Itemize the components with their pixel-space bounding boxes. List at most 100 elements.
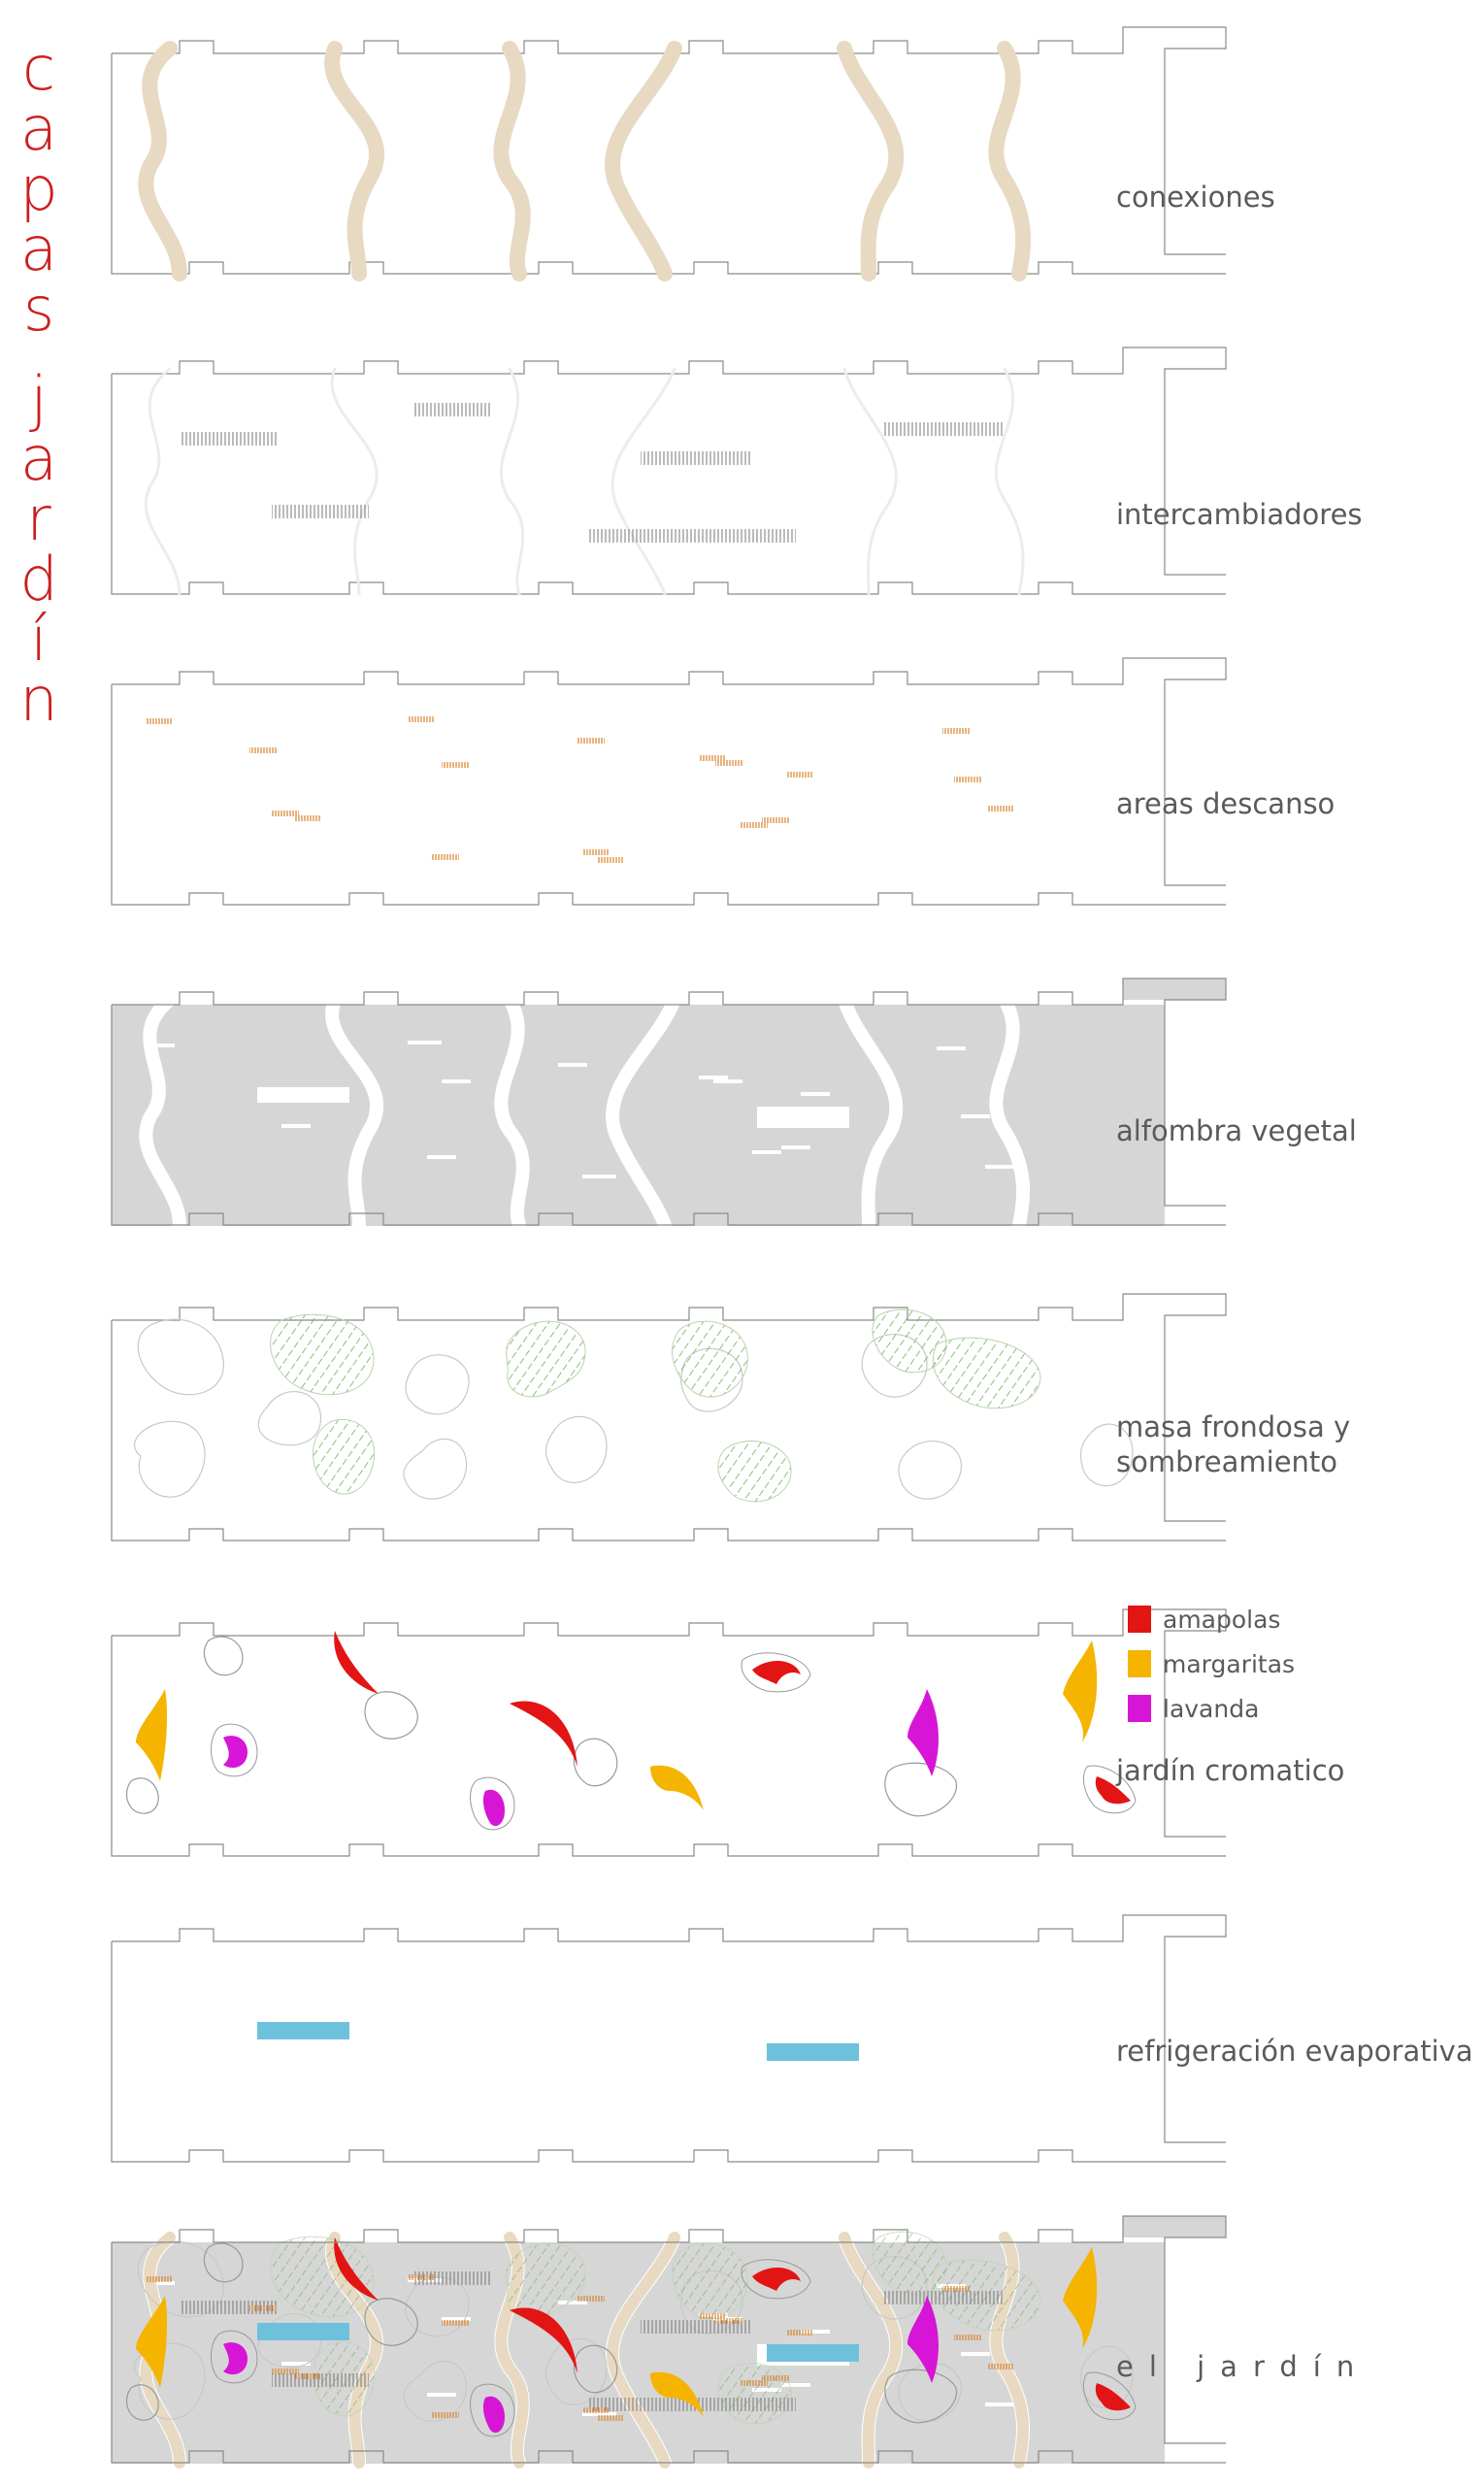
- flower-amapolas: [510, 1701, 577, 1767]
- plan-outline: [111, 347, 1227, 595]
- foliage-mass: [506, 2242, 586, 2320]
- layer-drawing: [111, 2215, 1227, 2469]
- bench-mark: [408, 716, 435, 722]
- clearing-mark: [985, 1165, 1014, 1169]
- plan-outline: [111, 657, 1227, 906]
- flower-lavanda: [907, 2296, 939, 2383]
- vegetal-carpet-corner: [1123, 978, 1226, 1000]
- stone-outline: [125, 1777, 159, 1814]
- plan-outline: [111, 977, 1227, 1226]
- bench-mark: [272, 2369, 299, 2374]
- title-letter: a: [20, 214, 57, 284]
- clearing-mark: [558, 2301, 587, 2304]
- bench-mark: [249, 2305, 277, 2311]
- panel-areas-descanso: [111, 650, 1227, 908]
- stone-outline: [203, 2242, 244, 2283]
- clearing-mark: [752, 1150, 781, 1154]
- clearing-mark: [801, 2330, 830, 2334]
- bench-mark: [786, 2330, 813, 2336]
- foliage-mass: [270, 2236, 375, 2318]
- bench-mark: [954, 777, 981, 782]
- clearing-mark: [801, 1092, 830, 1096]
- clearing-mark: [582, 1175, 616, 1178]
- legend-swatch: [1128, 1606, 1151, 1633]
- panel-jardin-cromatico: [111, 1602, 1227, 1859]
- flower-ring: [211, 2330, 258, 2384]
- layer-drawing: [111, 657, 1227, 906]
- layer-label-areas-descanso: areas descanso: [1116, 787, 1336, 820]
- bench-mark: [699, 2313, 726, 2319]
- exchanger-grate: [641, 451, 752, 465]
- clearing-mark: [281, 2362, 311, 2366]
- flower-ring: [470, 1776, 515, 1831]
- foliage-mass: [672, 2242, 748, 2320]
- clearing-mark: [281, 1124, 311, 1128]
- layer-drawing: [111, 347, 1227, 596]
- bench-mark: [762, 2375, 789, 2381]
- layer-label-refrigeracion: refrigeración evaporativa: [1116, 2035, 1473, 2068]
- bench-mark: [432, 854, 459, 860]
- flower-ring: [741, 2259, 811, 2300]
- layer-drawing: [111, 977, 1227, 1232]
- layer-label-intercambiadores: intercambiadores: [1116, 498, 1363, 531]
- layer-drawing: [111, 1914, 1227, 2163]
- flower-ring: [470, 2383, 515, 2437]
- shade-blob: [403, 1439, 468, 1500]
- connection-path: [605, 41, 682, 282]
- title-letter: í: [30, 604, 48, 675]
- stone-outline: [573, 2344, 618, 2394]
- shade-blob: [405, 1354, 470, 1415]
- title-letter: a: [20, 93, 57, 164]
- flower-margaritas: [1063, 2247, 1098, 2349]
- shade-blob: [1079, 1423, 1134, 1487]
- flower-ring: [211, 1723, 258, 1777]
- legend-item-amapolas: amapolas: [1128, 1597, 1295, 1641]
- cooling-pool: [257, 2323, 349, 2340]
- bench-mark: [762, 817, 789, 823]
- flower-margaritas: [650, 1765, 704, 1810]
- flower-amapolas: [334, 1631, 379, 1694]
- flower-lavanda: [223, 2342, 247, 2375]
- title-letter: p: [19, 153, 58, 224]
- layer-drawing: [111, 1293, 1227, 1541]
- bench-mark: [954, 2335, 981, 2340]
- clearing-mark: [427, 1155, 456, 1159]
- title-letter: a: [20, 423, 57, 494]
- legend-item-margaritas: margaritas: [1128, 1641, 1295, 1686]
- clearing-mark: [146, 1044, 175, 1047]
- bench-mark: [987, 2364, 1014, 2369]
- title-letter: d: [19, 544, 58, 614]
- connection-path: [499, 367, 525, 596]
- flower-amapolas: [510, 2307, 577, 2373]
- flower-lavanda: [482, 2396, 505, 2434]
- cooling-pool: [767, 2344, 859, 2362]
- flower-amapolas: [1095, 2383, 1131, 2411]
- bench-mark: [249, 747, 277, 753]
- bench-mark: [442, 762, 469, 768]
- stone-outline: [364, 2298, 418, 2346]
- bench-mark: [408, 2274, 435, 2280]
- bench-mark: [597, 2415, 624, 2421]
- foliage-mass: [313, 1418, 376, 1495]
- title-letter: r: [26, 483, 51, 554]
- foliage-mass: [672, 1320, 748, 1398]
- layer-label-alfombra-vegetal: alfombra vegetal: [1116, 1114, 1357, 1147]
- connection-path: [138, 41, 187, 282]
- clearing-mark: [985, 2402, 1014, 2406]
- legend-label: amapolas: [1163, 1605, 1281, 1634]
- exchanger-grate: [587, 529, 796, 543]
- foliage-mass: [932, 1337, 1041, 1409]
- panel-conexiones: [111, 19, 1227, 282]
- plan-outline: [111, 2215, 1227, 2464]
- clearing-mark: [757, 1107, 849, 1128]
- clearing-mark: [781, 2383, 810, 2387]
- flower-margaritas: [136, 2296, 168, 2388]
- shade-blob: [134, 1420, 206, 1498]
- bench-mark: [432, 2412, 459, 2418]
- flower-ring: [1083, 2371, 1137, 2421]
- connection-path: [988, 41, 1032, 282]
- legend-swatch: [1128, 1650, 1151, 1677]
- legend-item-lavanda: lavanda: [1128, 1686, 1295, 1731]
- connection-path: [989, 993, 1031, 1232]
- title-letter: j: [30, 363, 48, 434]
